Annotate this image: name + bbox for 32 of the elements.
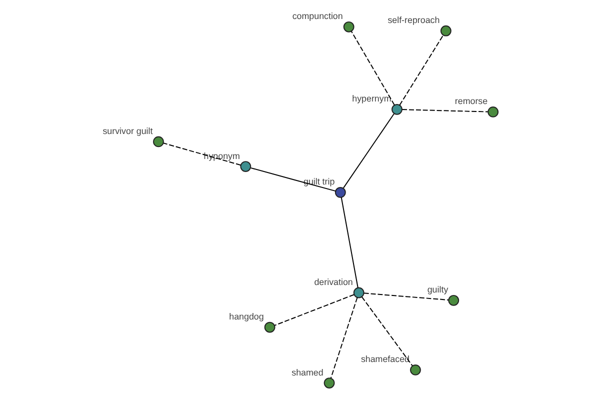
node-circle	[240, 161, 252, 172]
node-circle	[410, 364, 421, 376]
connector	[342, 113, 394, 188]
node-circle	[392, 104, 402, 115]
node-label: guilty	[427, 284, 448, 295]
node-circle	[324, 378, 335, 388]
node-circle	[153, 136, 164, 148]
connector	[330, 297, 358, 379]
connector	[340, 197, 358, 288]
connector	[250, 167, 336, 192]
connector	[402, 109, 488, 112]
node-label: shamefaced	[360, 354, 410, 364]
node-label: self-reproach	[388, 15, 440, 26]
node-circle	[343, 21, 354, 32]
connector	[274, 294, 355, 326]
connector	[363, 292, 449, 300]
node-label: hangdog	[229, 312, 264, 322]
node-label: compunction	[292, 11, 343, 22]
connector	[399, 34, 444, 106]
connector	[350, 30, 395, 106]
node-label: derivation	[314, 277, 353, 288]
node-label: shamed	[292, 367, 324, 378]
node-circle	[448, 294, 460, 306]
node-label: survivor guilt	[102, 126, 153, 136]
node-circle	[353, 287, 364, 298]
node-circle	[264, 322, 276, 333]
node-circle	[334, 186, 346, 198]
node-circle	[440, 25, 452, 36]
node-label: remorse	[454, 96, 488, 106]
node-label: hypernym	[352, 94, 392, 104]
node-circle	[488, 106, 499, 118]
connector	[361, 296, 413, 366]
